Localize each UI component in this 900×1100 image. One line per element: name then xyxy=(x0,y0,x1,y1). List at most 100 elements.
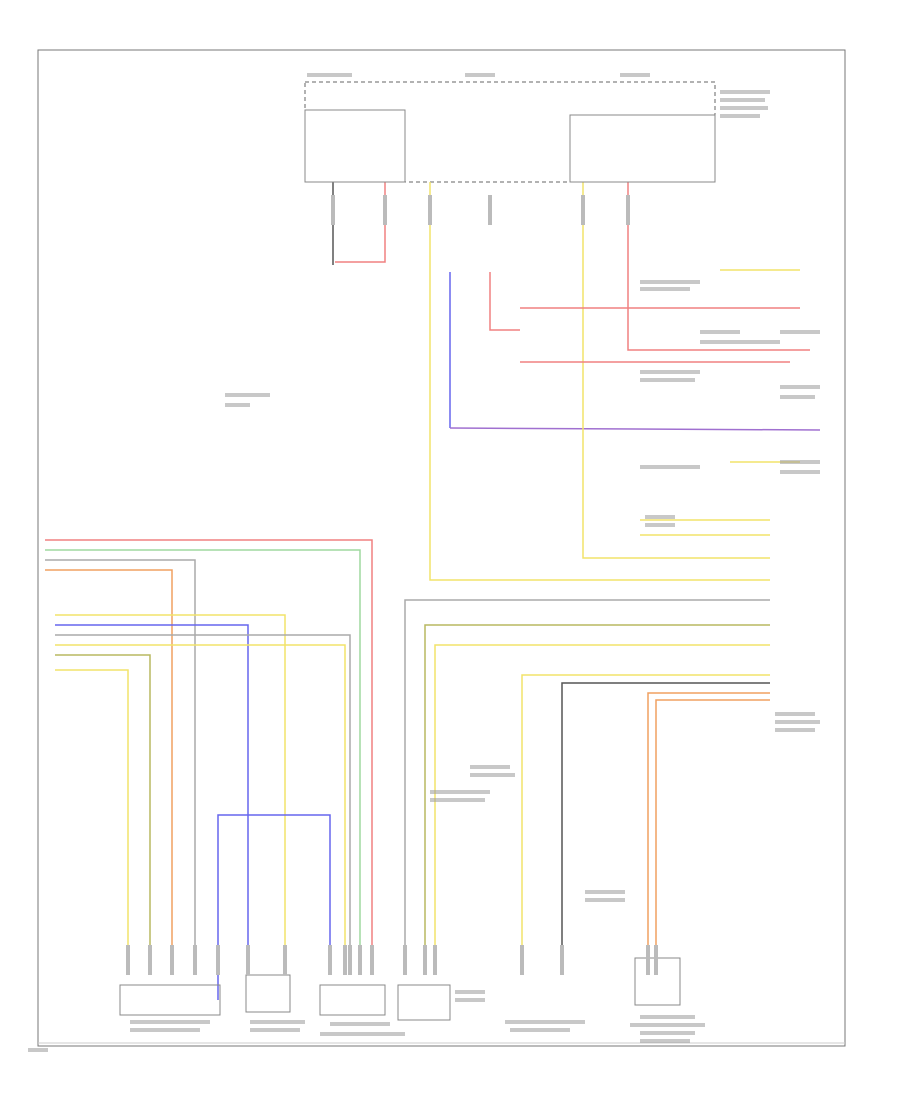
label-text-block xyxy=(505,1020,585,1024)
label-text-block xyxy=(780,395,815,399)
label-text-block xyxy=(320,1032,405,1036)
label-text-block xyxy=(775,728,815,732)
fuse-box xyxy=(304,81,716,183)
label-text-block xyxy=(775,712,815,716)
label-text-block xyxy=(775,720,820,724)
wire-gray xyxy=(55,634,351,945)
label-text-block xyxy=(645,523,675,527)
wire-green xyxy=(45,549,361,945)
wire-blue xyxy=(55,624,249,945)
relay-box xyxy=(569,114,716,183)
connector-pin xyxy=(328,945,332,975)
label-text-block xyxy=(430,790,490,794)
label-text-block xyxy=(430,798,485,802)
label-text-block xyxy=(720,90,770,94)
wires xyxy=(45,182,821,1000)
wire-yellow xyxy=(429,182,770,581)
connector-pin xyxy=(433,945,437,975)
label-text-block xyxy=(470,765,510,769)
relay-box xyxy=(304,109,406,183)
connector-pin xyxy=(403,945,407,975)
label-text-block xyxy=(225,393,270,397)
label-text-block xyxy=(720,114,760,118)
wire-yellow xyxy=(521,674,770,945)
label-text-block xyxy=(510,1028,570,1032)
label-text-block xyxy=(780,470,820,474)
label-text-block xyxy=(130,1020,210,1024)
label-text-block xyxy=(330,1022,390,1026)
label-text-block xyxy=(455,998,485,1002)
wire-yellow xyxy=(434,644,770,945)
connector-pin xyxy=(126,945,130,975)
label-text-block xyxy=(250,1020,305,1024)
wire-yellow xyxy=(55,644,346,945)
connector-pin xyxy=(343,945,347,975)
switch-box xyxy=(245,974,291,1013)
module-box xyxy=(119,984,221,1016)
wire-dark xyxy=(561,682,770,945)
wire-orange xyxy=(655,699,770,945)
label-text-block xyxy=(640,1015,695,1019)
label-text-block xyxy=(640,287,690,291)
label-text-block xyxy=(720,98,765,102)
connector-pin xyxy=(348,945,352,975)
label-text-block xyxy=(620,73,650,77)
wire-yellow xyxy=(55,614,286,945)
connector-pin xyxy=(626,195,630,225)
connector-pin xyxy=(488,195,492,225)
connector-pin xyxy=(654,945,658,975)
connector-pin xyxy=(428,195,432,225)
label-text-block xyxy=(640,280,700,284)
wire-red xyxy=(627,182,810,351)
wire-red xyxy=(335,182,386,263)
wire-red xyxy=(45,539,373,945)
label-blocks xyxy=(28,73,820,1052)
wire-olive xyxy=(424,624,770,945)
label-text-block xyxy=(630,1023,705,1027)
diagram-frame xyxy=(37,49,846,1047)
components xyxy=(119,109,716,1021)
wire-purple xyxy=(449,427,821,431)
label-text-block xyxy=(700,340,780,344)
connector-pin xyxy=(560,945,564,975)
connector-pin xyxy=(646,945,650,975)
label-text-block xyxy=(645,515,675,519)
label-text-block xyxy=(130,1028,200,1032)
label-text-block xyxy=(307,73,352,77)
connector-pin xyxy=(331,195,335,225)
label-text-block xyxy=(640,370,700,374)
connector-pin xyxy=(246,945,250,975)
label-text-block xyxy=(780,460,820,464)
connector-pin xyxy=(383,195,387,225)
label-text-block xyxy=(780,330,820,334)
sensor-box xyxy=(319,984,386,1016)
label-text-block xyxy=(465,73,495,77)
wire-yellow xyxy=(55,669,129,945)
label-text-block xyxy=(640,1031,695,1035)
connector-pin xyxy=(216,945,220,975)
wire-blue xyxy=(217,814,331,1000)
label-text-block xyxy=(780,385,820,389)
label-text-block xyxy=(640,1039,690,1043)
wire-gray xyxy=(45,559,196,945)
label-text-block xyxy=(585,898,625,902)
label-text-block xyxy=(455,990,485,994)
connector-pin xyxy=(283,945,287,975)
connector-pin xyxy=(581,195,585,225)
connector-pin xyxy=(170,945,174,975)
connector-pin xyxy=(520,945,524,975)
connector-pin xyxy=(193,945,197,975)
connector-pin xyxy=(423,945,427,975)
wire-red xyxy=(489,272,520,331)
label-text-block xyxy=(250,1028,300,1032)
label-text-block xyxy=(700,330,740,334)
switch-box xyxy=(397,984,451,1021)
connector-pin xyxy=(370,945,374,975)
wire-gray xyxy=(404,599,770,945)
connector-pin xyxy=(148,945,152,975)
connector-pin xyxy=(358,945,362,975)
wire-olive xyxy=(55,654,151,945)
wire-orange xyxy=(45,569,173,945)
label-text-block xyxy=(470,773,515,777)
